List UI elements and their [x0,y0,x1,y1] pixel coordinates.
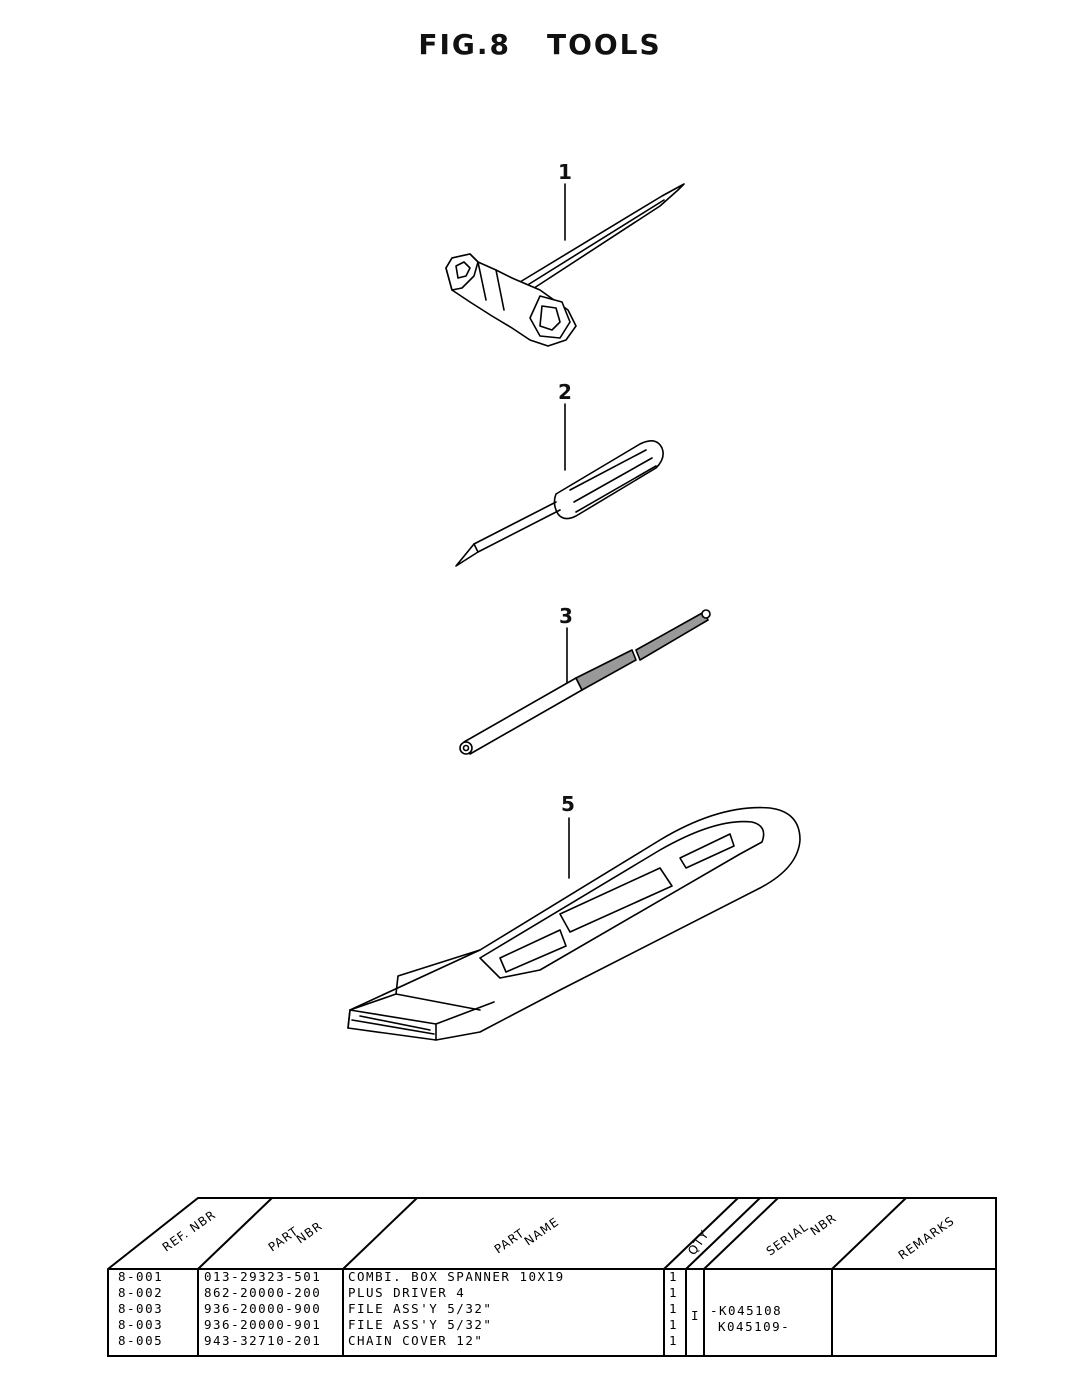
row-5-qty: 1 [669,1333,678,1348]
header-serial-a: SERIAL [764,1219,811,1258]
callout-2: 2 [558,380,572,404]
header-part-name-b: NAME [522,1215,562,1249]
row-1-name: COMBI. BOX SPANNER 10X19 [348,1269,565,1284]
row-2-ref: 8-002 [118,1285,163,1300]
figure-number: FIG.8 [418,28,511,61]
chain-cover-drawing [347,806,801,1041]
serial-range-1: -K045108 [710,1303,782,1318]
header-remarks: REMARKS [896,1214,958,1263]
group-marker: I [691,1308,700,1323]
box-spanner-drawing [445,183,685,347]
figure-name: TOOLS [546,28,662,61]
row-3-qty: 1 [669,1301,678,1316]
row-1-qty: 1 [669,1269,678,1284]
row-5-ref: 8-005 [118,1333,163,1348]
header-ref: REF. NBR [160,1207,219,1254]
serial-range-2: K045109- [718,1319,790,1334]
row-2-qty: 1 [669,1285,678,1300]
row-5-name: CHAIN COVER 12" [348,1333,483,1348]
callout-1: 1 [558,160,572,184]
file-assy-drawing [459,609,711,755]
header-qty: QTY [685,1227,712,1257]
header-part-name-a: PART [492,1226,527,1257]
row-3-ref: 8-003 [118,1301,163,1316]
row-1-ref: 8-001 [118,1269,163,1284]
row-3-part: 936-20000-900 [204,1301,321,1316]
callout-3: 3 [559,604,573,628]
row-2-part: 862-20000-200 [204,1285,321,1300]
row-4-part: 936-20000-901 [204,1317,321,1332]
tools-illustration [347,183,801,1041]
header-serial-b: NBR [808,1211,839,1239]
row-5-part: 943-32710-201 [204,1333,321,1348]
row-2-name: PLUS DRIVER 4 [348,1285,465,1300]
row-4-qty: 1 [669,1317,678,1332]
row-4-ref: 8-003 [118,1317,163,1332]
figure-title: FIG.8 TOOLS [0,28,1080,61]
callout-5: 5 [561,792,575,816]
row-4-name: FILE ASS'Y 5/32" [348,1317,492,1332]
plus-driver-drawing [455,403,664,567]
row-1-part: 013-29323-501 [204,1269,321,1284]
header-part-nbr-b: NBR [294,1219,325,1247]
row-3-name: FILE ASS'Y 5/32" [348,1301,492,1316]
